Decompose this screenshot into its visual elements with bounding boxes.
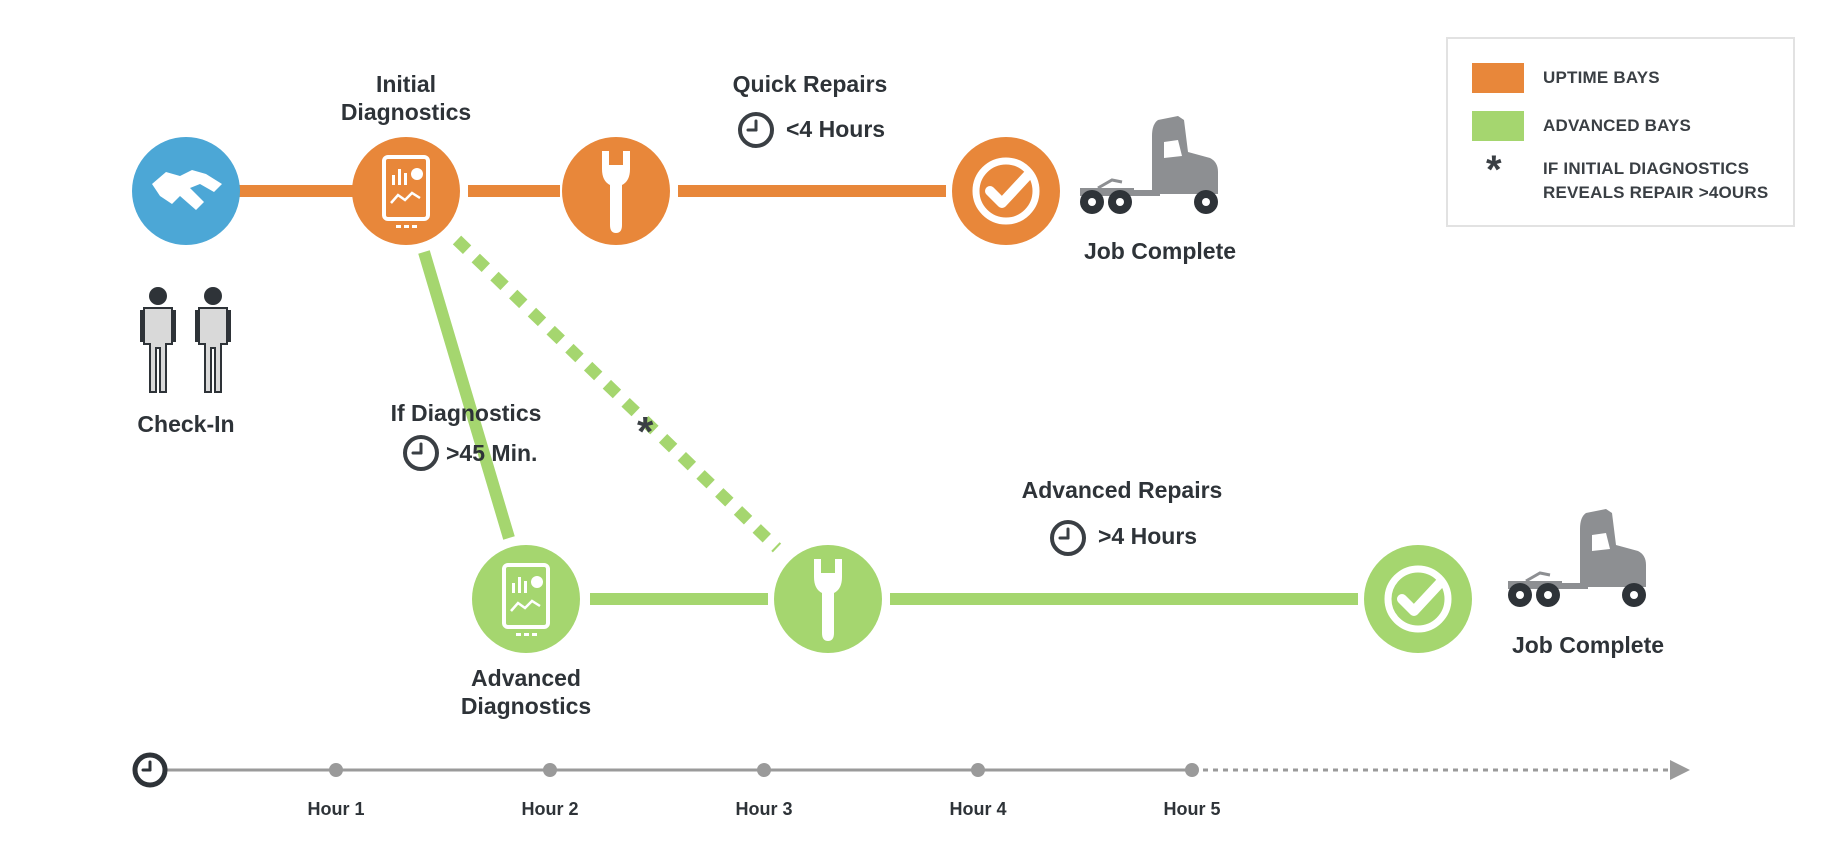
initial-diagnostics-label: Initial Diagnostics [340,71,472,125]
legend-advanced-label: ADVANCED BAYS [1543,116,1692,135]
job-complete-top-node [952,137,1060,245]
person-icon [139,286,177,393]
timeline-label-hour-4: Hour 4 [949,799,1007,819]
if-diagnostics-time: >45 Min. [446,440,538,466]
advanced-repairs-label: Advanced Repairs [1021,477,1223,503]
quick-repairs-time: <4 Hours [786,116,886,142]
timeline-tick-hour-2 [543,763,557,777]
timeline-tick-hour-5 [1185,763,1199,777]
timeline-label-hour-1: Hour 1 [307,799,365,819]
timeline-label-hour-2: Hour 2 [521,799,579,819]
timeline-arrow [1670,760,1690,780]
legend-asterisk: * [1486,148,1502,192]
person-icon [194,286,232,393]
handshake-icon [152,170,222,210]
legend-note-line2: REVEALS REPAIR >4OURS [1543,183,1769,202]
clock-icon [403,435,439,471]
job-complete-bottom-label: Job Complete [1511,632,1665,658]
timeline-tick-hour-1 [329,763,343,777]
job-complete-top-label: Job Complete [1083,238,1237,264]
timeline-tick-hour-4 [971,763,985,777]
advanced-diagnostics-label: Advanced Diagnostics [460,665,592,719]
timeline-start-clock-icon [132,752,168,788]
checkin-label: Check-In [137,411,235,437]
legend-uptime-swatch [1472,63,1524,93]
timeline-label-hour-5: Hour 5 [1163,799,1221,819]
legend: UPTIME BAYS ADVANCED BAYS * IF INITIAL D… [1446,37,1795,227]
asterisk-marker: * [637,408,654,455]
clock-icon [738,112,774,148]
timeline-label-hour-3: Hour 3 [735,799,793,819]
clock-icon [1050,520,1086,556]
timeline-tick-hour-3 [757,763,771,777]
legend-uptime-label: UPTIME BAYS [1543,68,1660,87]
truck-icon [1506,507,1648,609]
if-diagnostics-label: If Diagnostics [390,400,542,426]
advanced-diagnostics-node [472,545,580,653]
job-complete-bottom-node [1364,545,1472,653]
line-diagnostics-to-advanced-diagnostics [418,250,515,540]
initial-diagnostics-node [352,137,460,245]
legend-note-line1: IF INITIAL DIAGNOSTICS [1543,159,1750,178]
quick-repairs-label: Quick Repairs [732,71,888,97]
line-diagnostics-to-advanced-repair-dotted [452,235,782,553]
legend-advanced-swatch [1472,111,1524,141]
advanced-repairs-time: >4 Hours [1098,523,1198,549]
truck-icon [1078,114,1220,216]
